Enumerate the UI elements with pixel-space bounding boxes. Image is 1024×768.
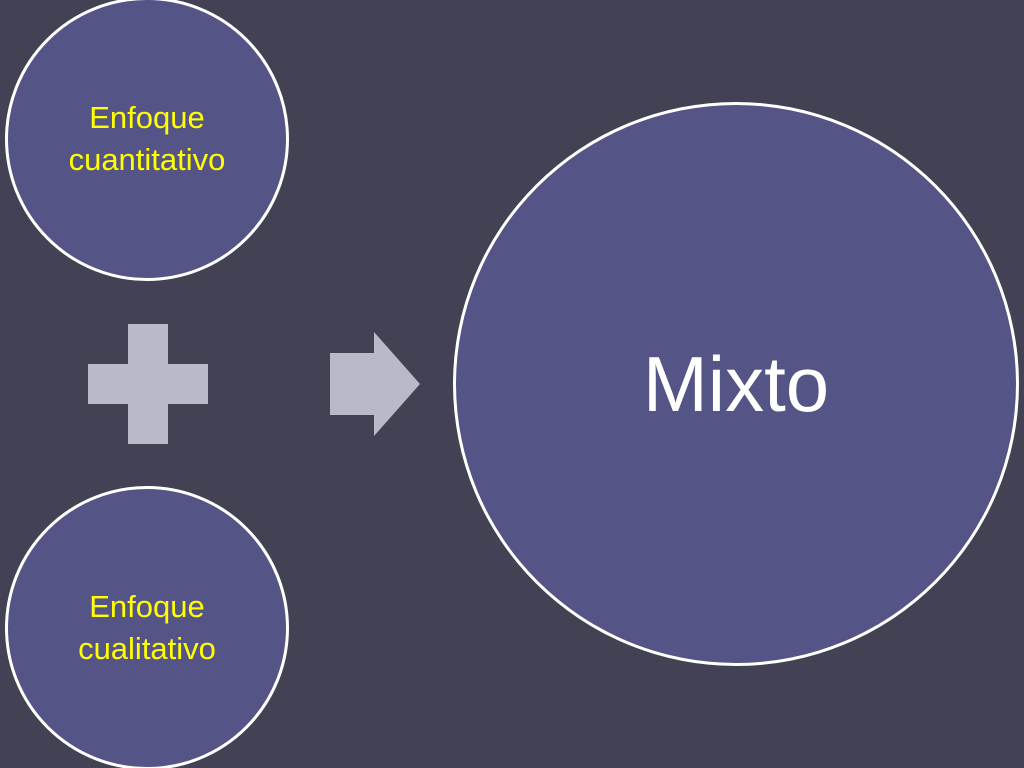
enfoque-cuantitativo-circle: Enfoque cuantitativo [5, 0, 289, 281]
plus-shape [88, 324, 208, 444]
arrow-right-icon [330, 332, 420, 436]
enfoque-cualitativo-circle: Enfoque cualitativo [5, 486, 289, 768]
mixto-circle: Mixto [453, 102, 1019, 666]
plus-icon [88, 324, 208, 444]
enfoque-cuantitativo-label: Enfoque cuantitativo [68, 100, 226, 177]
arrow-shape [330, 332, 420, 436]
mixto-label: Mixto [642, 340, 830, 428]
enfoque-cualitativo-label: Enfoque cualitativo [78, 589, 216, 666]
